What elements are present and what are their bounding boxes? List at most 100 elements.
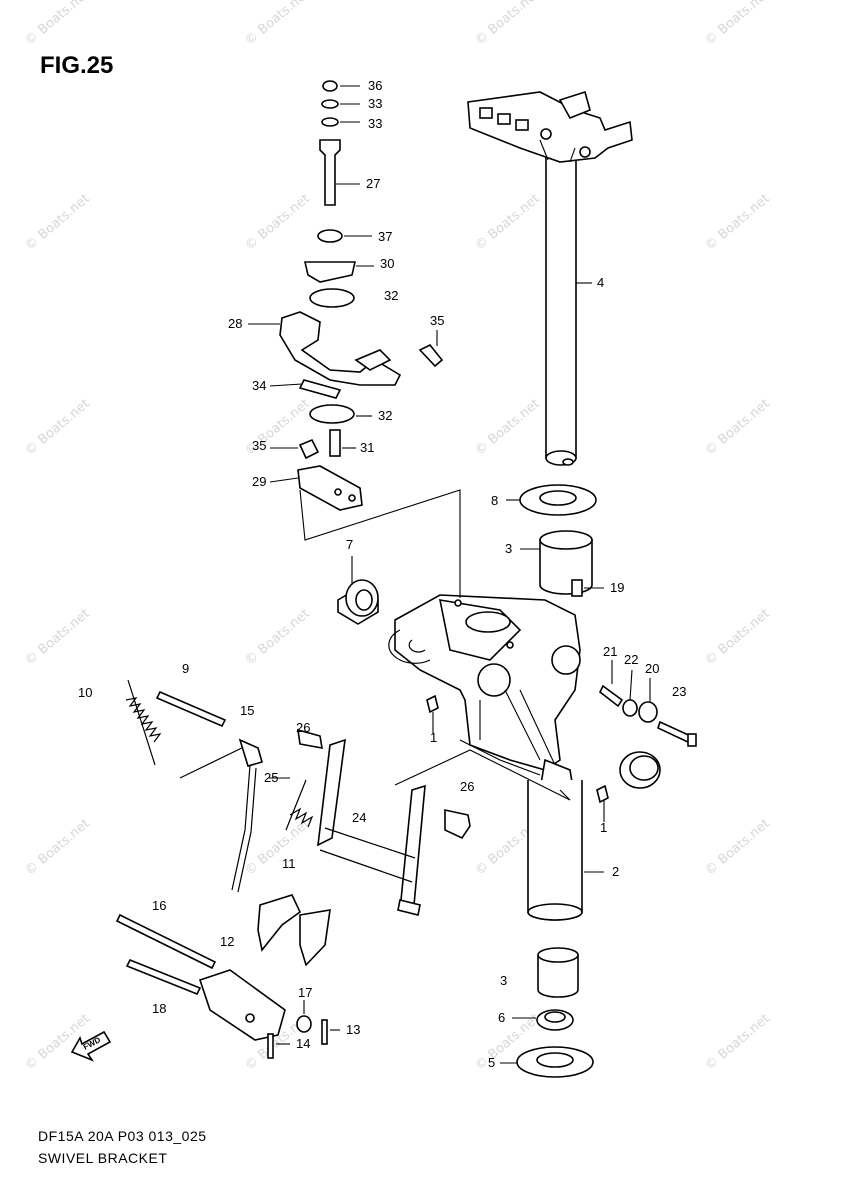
callout-label: 31 — [360, 440, 374, 455]
callout-label: 16 — [152, 898, 166, 913]
pin-13-part — [321, 1019, 328, 1045]
callout-label: 9 — [182, 661, 189, 676]
watermark-text: © Boats.net — [22, 816, 92, 878]
callout-leader — [629, 669, 633, 701]
callout-label: 2 — [612, 864, 619, 879]
steering-bracket-part — [467, 90, 633, 163]
watermark-text: © Boats.net — [242, 0, 312, 49]
side-bushing-right — [619, 751, 661, 789]
callout-label: 13 — [346, 1022, 360, 1037]
watermark-text: © Boats.net — [22, 396, 92, 458]
callout-label: 15 — [240, 703, 254, 718]
callout-label: 21 — [603, 644, 617, 659]
callout-leader — [269, 477, 299, 483]
figure-title: FIG.25 — [40, 52, 114, 79]
short-rod-part — [125, 958, 202, 996]
bolt-part — [418, 343, 444, 368]
lower-bushing-part — [537, 947, 579, 998]
callout-label: 1 — [600, 820, 607, 835]
callout-label: 25 — [264, 770, 278, 785]
callout-label: 7 — [346, 537, 353, 552]
callout-label: 34 — [252, 378, 266, 393]
callout-label: 10 — [78, 685, 92, 700]
watermark-text: © Boats.net — [472, 0, 542, 49]
callout-label: 12 — [220, 934, 234, 949]
bolt-part-2 — [297, 728, 323, 749]
footer-name: SWIVEL BRACKET — [38, 1150, 168, 1166]
callout-label: 27 — [366, 176, 380, 191]
callout-label: 4 — [597, 275, 604, 290]
callout-label: 29 — [252, 474, 266, 489]
spring-part — [125, 679, 162, 766]
bushing-part — [539, 530, 593, 595]
callout-label: 23 — [672, 684, 686, 699]
callout-label: 32 — [384, 288, 398, 303]
pin-part — [155, 690, 227, 728]
footer-code: DF15A 20A P03 013_025 — [38, 1128, 207, 1144]
callout-label: 1 — [430, 730, 437, 745]
callout-label: 30 — [380, 256, 394, 271]
watermark-text: © Boats.net — [702, 396, 772, 458]
callout-label: 14 — [296, 1036, 310, 1051]
watermark-text: © Boats.net — [472, 191, 542, 253]
watermark-text: © Boats.net — [472, 396, 542, 458]
shim-part — [571, 579, 583, 597]
callout-label: 19 — [610, 580, 624, 595]
watermark-text: © Boats.net — [702, 816, 772, 878]
callout-label: 22 — [624, 652, 638, 667]
callout-label: 26 — [460, 779, 474, 794]
watermark-text: © Boats.net — [702, 1011, 772, 1073]
small-spring-part — [285, 779, 314, 831]
callout-label: 28 — [228, 316, 242, 331]
pin-14-part — [267, 1033, 274, 1059]
callout-label: 33 — [368, 116, 382, 131]
callout-label: 35 — [252, 438, 266, 453]
watermark-text: © Boats.net — [22, 191, 92, 253]
side-bushing-left — [337, 579, 379, 625]
watermark-text: © Boats.net — [702, 0, 772, 49]
callout-label: 8 — [491, 493, 498, 508]
clip-part — [298, 379, 342, 399]
long-rod-part — [115, 913, 217, 970]
fwd-arrow-icon: FWD — [70, 1030, 112, 1062]
callout-label: 36 — [368, 78, 382, 93]
tilt-knob-stack — [303, 80, 357, 308]
watermark-text: © Boats.net — [242, 816, 312, 878]
callout-label: 11 — [282, 856, 296, 871]
callout-label: 33 — [368, 96, 382, 111]
watermark-text: © Boats.net — [242, 191, 312, 253]
tilt-tube-part — [527, 780, 583, 921]
watermark-text: © Boats.net — [242, 606, 312, 668]
swivel-bracket-body — [388, 594, 581, 806]
watermark-layer: © Boats.net © Boats.net © Boats.net © Boats… — [22, 0, 772, 1074]
lock-plate-part — [297, 465, 363, 511]
watermark-text: © Boats.net — [22, 606, 92, 668]
callout-label: 6 — [498, 1010, 505, 1025]
callout-leader — [269, 383, 303, 387]
callout-label: 3 — [505, 541, 512, 556]
watermark-text: © Boats.net — [702, 191, 772, 253]
callout-label: 5 — [488, 1055, 495, 1070]
tilt-lock-parts — [598, 684, 697, 747]
callout-label: 18 — [152, 1001, 166, 1016]
callout-label: 3 — [500, 973, 507, 988]
callout-label: 37 — [378, 229, 392, 244]
tilt-lever-part — [279, 311, 402, 386]
washer-part — [519, 484, 597, 516]
callout-label: 35 — [430, 313, 444, 328]
bolt-part-3 — [444, 809, 471, 840]
callout-label: 20 — [645, 661, 659, 676]
watermark-text: © Boats.net — [702, 606, 772, 668]
callout-label: 32 — [378, 408, 392, 423]
link-rod-part — [179, 738, 263, 893]
callout-label: 17 — [298, 985, 312, 1000]
steering-shaft-part — [545, 139, 577, 466]
tilt-arm-part — [317, 738, 426, 916]
callout-label: 26 — [296, 720, 310, 735]
callout-label: 24 — [352, 810, 366, 825]
tilt-bracket-part — [198, 894, 331, 1041]
watermark-text: © Boats.net — [22, 0, 92, 49]
washer-17-part — [296, 1015, 312, 1033]
